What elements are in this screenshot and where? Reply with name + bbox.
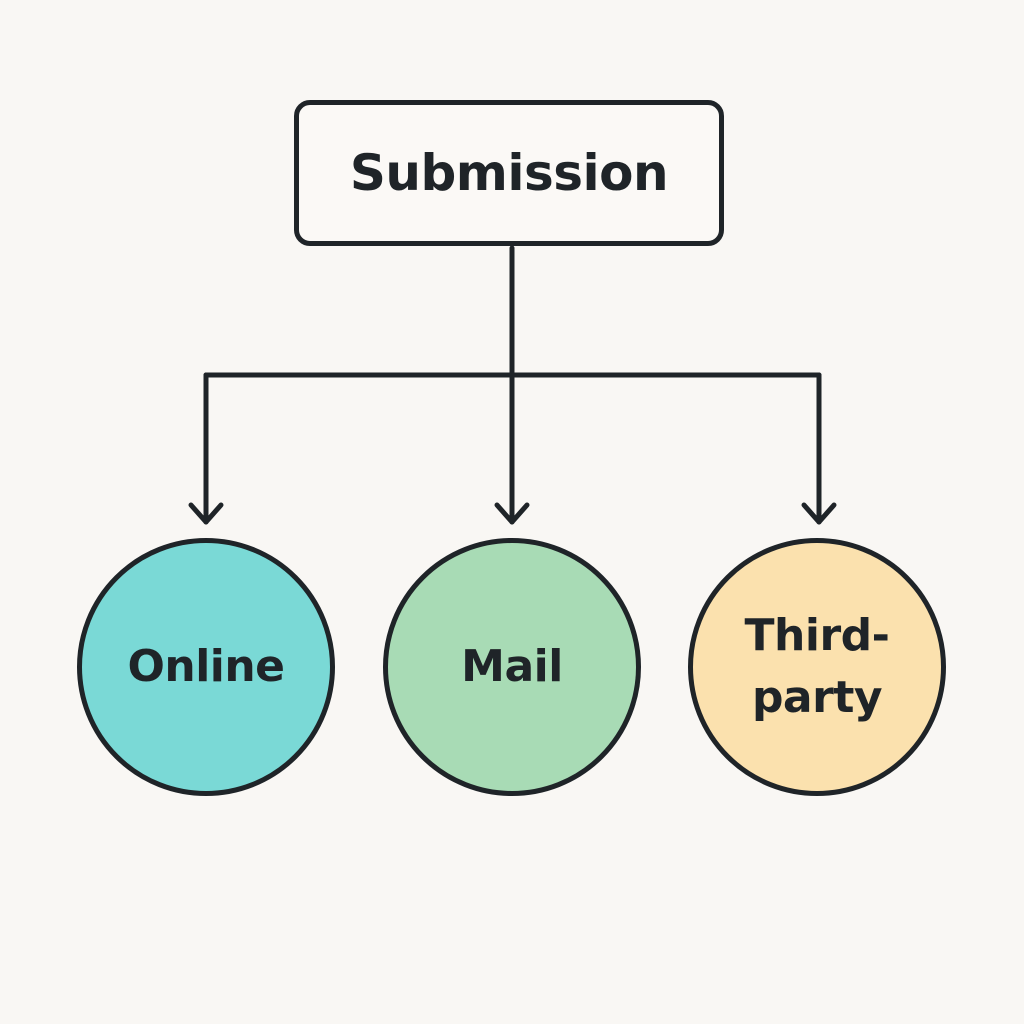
third-party-label: Third- party <box>744 610 890 723</box>
online-node: Online <box>77 538 335 796</box>
third-party-node: Third- party <box>688 538 946 796</box>
submission-node: Submission <box>294 100 724 246</box>
arrowhead-mail <box>494 502 530 525</box>
online-label: Online <box>127 641 285 692</box>
mail-node: Mail <box>383 538 641 796</box>
mail-label: Mail <box>461 641 563 692</box>
arrowhead-third-party <box>801 502 837 525</box>
submission-label: Submission <box>349 144 669 202</box>
arrowhead-online <box>188 502 224 525</box>
